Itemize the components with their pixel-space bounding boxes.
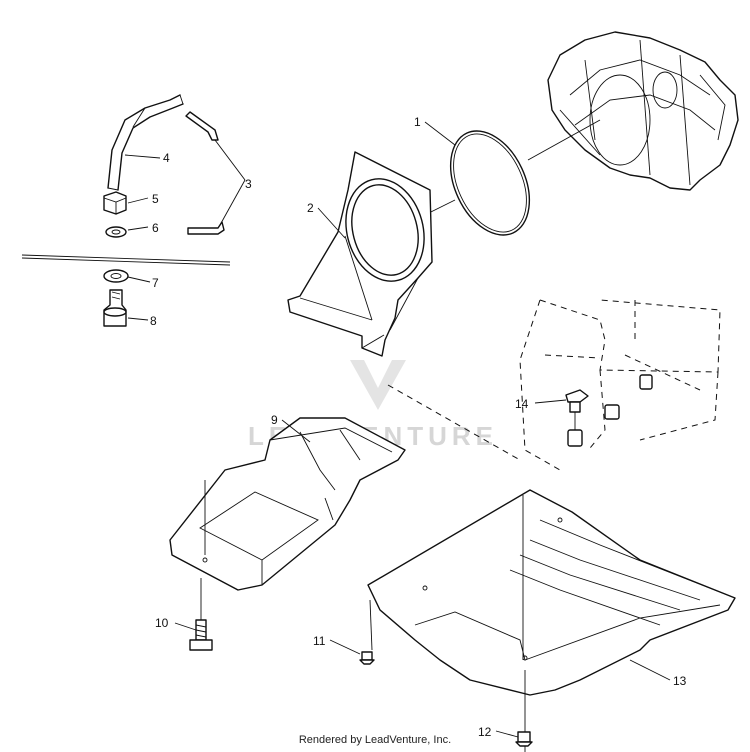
o-ring bbox=[449, 130, 531, 236]
callout-12: 12 bbox=[478, 725, 492, 739]
callout-7: 7 bbox=[152, 276, 159, 290]
screw-11 bbox=[359, 651, 375, 665]
footer-credit: Rendered by LeadVenture, Inc. bbox=[298, 734, 452, 746]
callout-9: 9 bbox=[271, 413, 278, 427]
drain-plug bbox=[565, 389, 589, 430]
callouts: 1 2 3 4 5 6 7 8 9 10 11 12 13 14 bbox=[150, 115, 687, 739]
bolt-10 bbox=[189, 619, 213, 651]
pin-upper bbox=[185, 111, 219, 141]
fitting bbox=[103, 289, 127, 327]
engine-housing bbox=[547, 31, 739, 191]
callout-10: 10 bbox=[155, 616, 169, 630]
callout-6: 6 bbox=[152, 221, 159, 235]
washer-lower bbox=[103, 269, 129, 283]
pin-lower bbox=[187, 221, 225, 235]
callout-2: 2 bbox=[307, 201, 314, 215]
screw-12 bbox=[515, 731, 533, 747]
callout-5: 5 bbox=[152, 192, 159, 206]
callout-11: 11 bbox=[313, 634, 326, 648]
callout-8: 8 bbox=[150, 314, 157, 328]
nut bbox=[103, 191, 127, 215]
ride-plate bbox=[367, 489, 736, 696]
callout-4: 4 bbox=[163, 151, 170, 165]
callout-1: 1 bbox=[414, 115, 421, 129]
leader-lines bbox=[124, 121, 671, 738]
washer-upper bbox=[105, 226, 127, 238]
callout-14: 14 bbox=[515, 397, 529, 411]
hull-outline bbox=[519, 299, 721, 471]
intake-bracket bbox=[169, 417, 406, 591]
adapter-duct bbox=[287, 151, 433, 357]
callout-3: 3 bbox=[245, 177, 252, 191]
hull-studs bbox=[567, 374, 653, 447]
callout-13: 13 bbox=[673, 674, 687, 688]
hose bbox=[107, 94, 184, 191]
